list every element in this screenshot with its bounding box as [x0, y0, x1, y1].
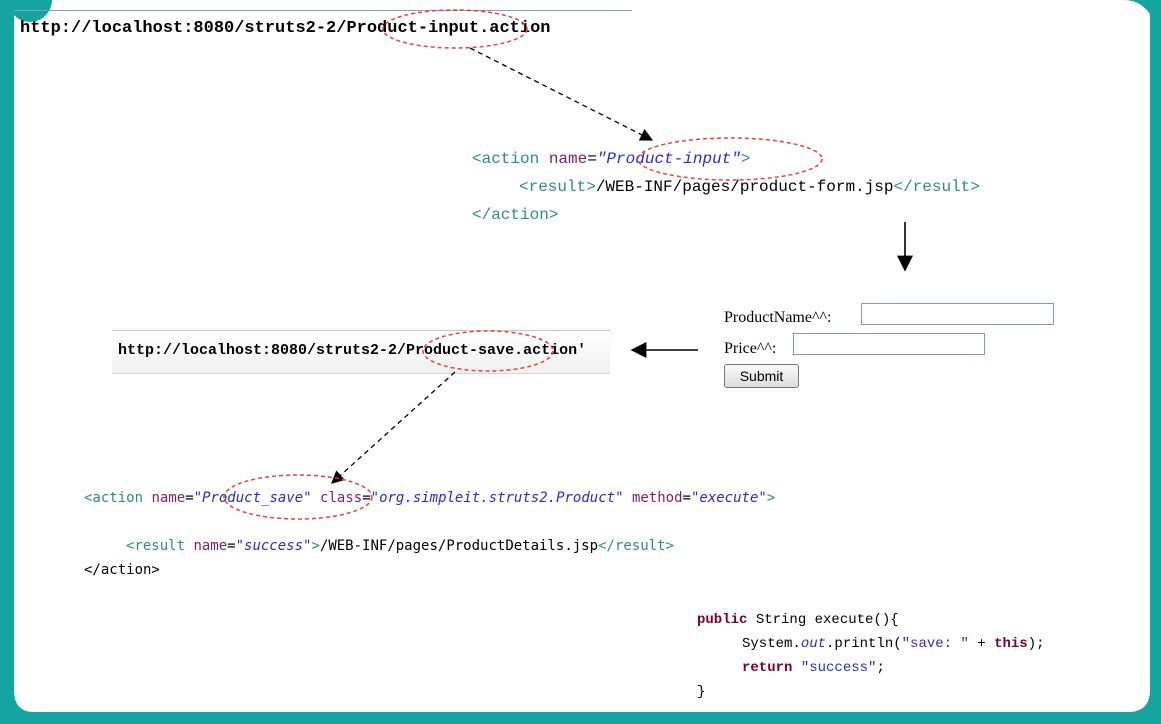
product-name-label: ProductName^^:: [724, 309, 832, 326]
method-line1: public String execute(){: [697, 612, 899, 628]
highlight-ellipse-action-save-name: [223, 474, 373, 520]
highlight-ellipse-action-name: [637, 137, 823, 181]
url-product-save: http://localhost:8080/struts2-2/Product-…: [118, 342, 587, 359]
action-product-input-line1: <action name="Product-input">: [472, 150, 751, 168]
highlight-ellipse-url-input: [382, 9, 528, 49]
method-line3: return "success";: [742, 660, 885, 676]
highlight-ellipse-url-save: [422, 330, 554, 372]
dashed-arrow-save-to-action: [331, 371, 456, 484]
submit-button[interactable]: Submit: [724, 364, 799, 388]
address-bar-save: [112, 330, 610, 374]
action-product-input-line2: <result>/WEB-INF/pages/product-form.jsp<…: [519, 178, 980, 196]
method-line2: System.out.println("save: " + this);: [742, 636, 1045, 652]
action-product-input-line3: </action>: [472, 206, 559, 224]
price-label: Price^^:: [724, 340, 777, 357]
dashed-arrow-url-to-action: [469, 47, 654, 141]
action-product-save-result: <result name="success">/WEB-INF/pages/Pr…: [126, 538, 674, 554]
url-product-input: http://localhost:8080/struts2-2/Product-…: [20, 19, 551, 38]
product-name-input[interactable]: [861, 303, 1054, 325]
action-product-save-line1: <action name="Product_save" class="org.s…: [84, 490, 776, 506]
method-line4: }: [697, 684, 706, 700]
price-input[interactable]: [793, 333, 985, 355]
address-bar-border: [14, 10, 632, 11]
action-product-save-end: </action>: [84, 562, 160, 578]
